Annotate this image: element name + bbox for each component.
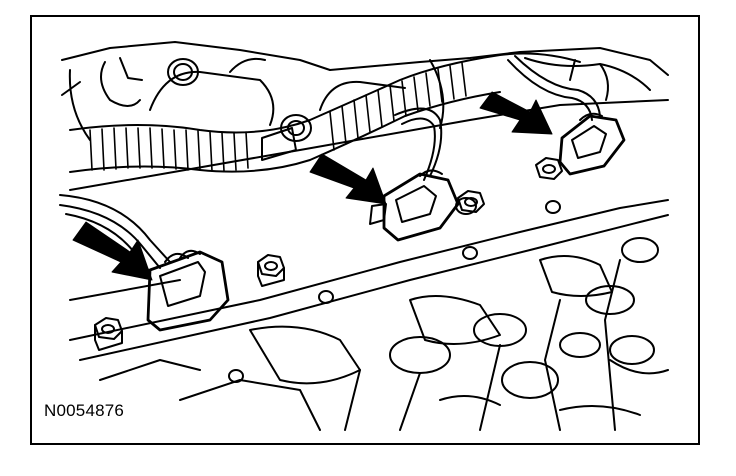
valve-pockets xyxy=(99,237,669,431)
ignition-coil-connector-center xyxy=(369,107,477,242)
head-bolts xyxy=(94,157,563,351)
ignition-coil-connector-right xyxy=(507,55,626,176)
intake-manifold xyxy=(61,41,669,141)
callout-arrows xyxy=(72,91,553,281)
ignition-coil-connector-left xyxy=(59,194,230,332)
connector-arrow-center xyxy=(309,153,387,205)
connector-arrow-left xyxy=(72,221,153,281)
cylinder-head-rail xyxy=(69,99,669,383)
connector-arrow-right xyxy=(479,91,553,135)
figure-id-label: N0054876 xyxy=(44,401,125,420)
